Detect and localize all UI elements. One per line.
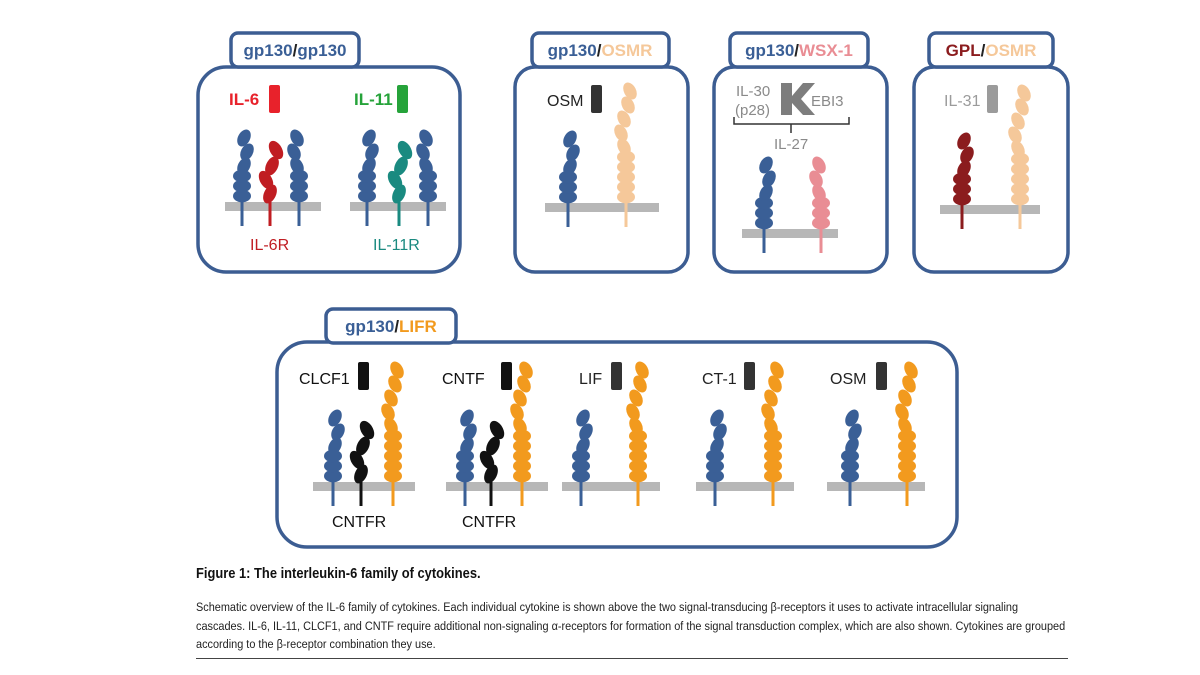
osm2-label: OSM [830, 371, 866, 388]
osmr-receptor [614, 82, 637, 227]
osm-ligand-lifr [876, 362, 887, 390]
tab-gp130-osmr-sep: / [597, 41, 602, 60]
gp130-receptor-il11-a [358, 129, 379, 226]
group-frame-gp130-gp130: gp130/gp130 [196, 31, 462, 274]
osmr-receptor-il31 [1008, 84, 1031, 229]
membrane-g1a [225, 202, 321, 211]
il30-label: IL-30 [736, 83, 770, 100]
gp130-receptor-cntf [456, 409, 477, 506]
lifr-receptor-clcf1 [381, 361, 404, 506]
svg-text:gp130/WSX-1: gp130/WSX-1 [745, 41, 853, 60]
cntf-ligand [501, 362, 512, 390]
il11-label: IL-11 [354, 90, 393, 109]
tab-gpl-osmr-right: OSMR [985, 41, 1036, 60]
gp130-receptor-ct1 [706, 409, 727, 506]
cntfr-receptor-cntf [479, 420, 505, 506]
receptors [233, 82, 1031, 506]
lifr-receptor-lif [626, 361, 649, 506]
il27-bracket [733, 117, 850, 133]
lif-ligand [611, 362, 622, 390]
ebi3-label: EBI3 [811, 93, 844, 110]
clcf1-label: CLCF1 [299, 371, 350, 388]
gp130-receptor-il11-b [416, 129, 437, 226]
gp130-receptor-clcf1 [324, 409, 345, 506]
tab-gp130-lifr-right: LIFR [399, 317, 437, 336]
tab-gp130-gp130-sep: / [293, 41, 298, 60]
osm-label: OSM [547, 93, 583, 110]
membrane-g5c [562, 482, 660, 491]
tab-gp130-gp130-left: gp130 [243, 41, 292, 60]
membrane-g5e [827, 482, 925, 491]
il6-label: IL-6 [229, 90, 259, 109]
lifr-receptor-ct1 [761, 361, 784, 506]
membrane-g2 [545, 203, 659, 212]
gp130-receptor-osm [559, 130, 580, 227]
ct1-ligand [744, 362, 755, 390]
il31-label: IL-31 [944, 93, 981, 110]
tab-gp130-wsx1-right: WSX-1 [799, 41, 853, 60]
caption-divider [196, 658, 1068, 659]
group-frame-gpl-osmr: GPL/OSMR [912, 31, 1070, 274]
il11r-receptor [387, 140, 413, 226]
tab-gp130-osmr-right: OSMR [601, 41, 652, 60]
clcf1-ligand [358, 362, 369, 390]
membrane-g3 [742, 229, 838, 238]
ligands [269, 85, 998, 390]
svg-text:gp130/LIFR: gp130/LIFR [345, 317, 437, 336]
group-frame-gp130-lifr: gp130/LIFR [275, 307, 959, 549]
il6r-receptor [258, 140, 284, 226]
wsx1-receptor [809, 156, 830, 253]
tab-gpl-osmr-left: GPL [946, 41, 981, 60]
tab-gp130-lifr-left: gp130 [345, 317, 394, 336]
il11-ligand [397, 85, 408, 113]
tab-gp130-wsx1-left: gp130 [745, 41, 794, 60]
osm-ligand [591, 85, 602, 113]
il11r-label: IL-11R [373, 237, 420, 254]
membrane-g5a [313, 482, 415, 491]
tab-gp130-lifr-sep: / [394, 317, 399, 336]
group-frame-gp130-wsx1: gp130/WSX-1 [712, 31, 889, 274]
lif-label: LIF [579, 371, 602, 388]
il31-ligand [987, 85, 998, 113]
p28-label: (p28) [735, 102, 770, 119]
tab-gp130-wsx1-sep: / [794, 41, 799, 60]
tab-gpl-osmr-sep: / [981, 41, 986, 60]
cntfr-receptor-clcf1 [349, 420, 375, 506]
il6-ligand [269, 85, 280, 113]
ct1-label: CT-1 [702, 371, 737, 388]
group-frame-gp130-osmr: gp130/OSMR [513, 31, 690, 274]
lifr-receptor-cntf [510, 361, 533, 506]
lifr-receptor-osm [895, 361, 918, 506]
gp130-receptor-lif [572, 409, 593, 506]
gp130-receptor-il6-b [287, 129, 308, 226]
svg-text:gp130/OSMR: gp130/OSMR [548, 41, 653, 60]
membrane-g4 [940, 205, 1040, 214]
cntfr-label-2: CNTFR [462, 514, 516, 531]
gp130-receptor-il27 [755, 156, 776, 253]
gp130-receptor-il6-a [233, 129, 254, 226]
svg-text:GPL/OSMR: GPL/OSMR [946, 41, 1037, 60]
figure-caption-title: Figure 1: The interleukin-6 family of cy… [196, 565, 481, 582]
cntfr-label-1: CNTFR [332, 514, 386, 531]
cntf-label: CNTF [442, 371, 485, 388]
figure-caption-body: Schematic overview of the IL-6 family of… [196, 600, 1066, 651]
membrane-g5b [446, 482, 548, 491]
il6r-label: IL-6R [250, 237, 289, 254]
gp130-receptor-osm-lifr [841, 409, 862, 506]
gpl-receptor [953, 132, 974, 229]
il6-family-diagram: gp130/gp130 gp130/OSMR gp130/WSX-1 GPL/O… [196, 31, 1070, 549]
tab-gp130-osmr-left: gp130 [548, 41, 597, 60]
membrane-g5d [696, 482, 794, 491]
il27-label: IL-27 [774, 136, 808, 153]
ebi3-ligand-shape [781, 83, 815, 115]
svg-text:gp130/gp130: gp130/gp130 [243, 41, 346, 60]
tab-gp130-gp130-right: gp130 [297, 41, 346, 60]
